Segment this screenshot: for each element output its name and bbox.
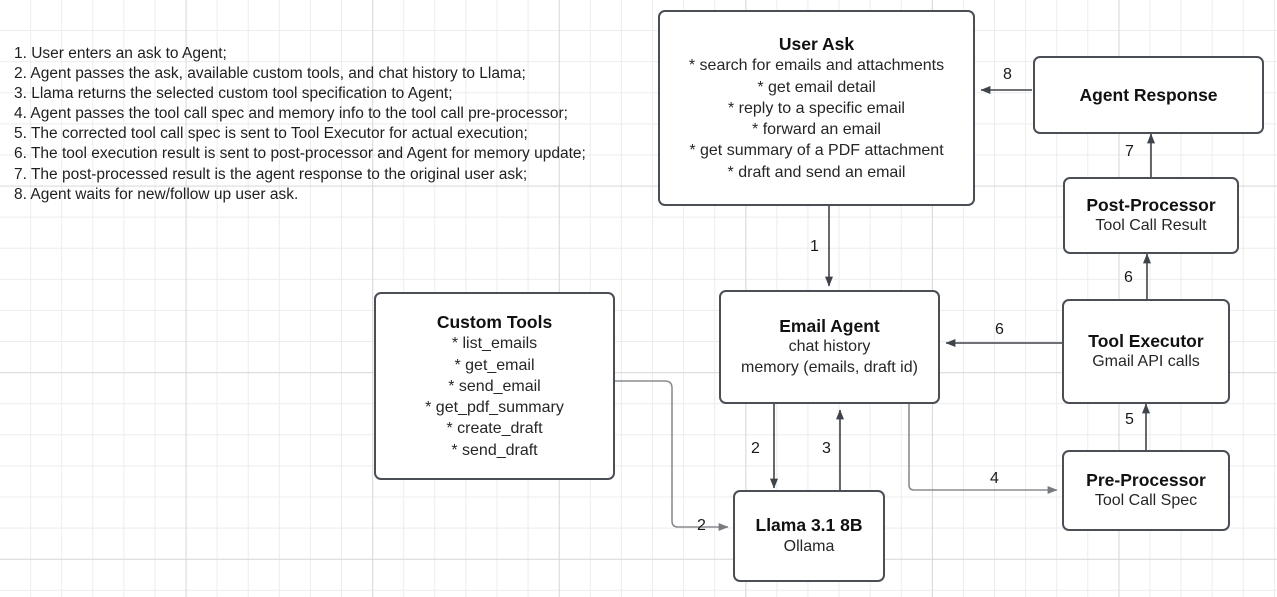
- bullet-item: * get email detail: [757, 78, 876, 96]
- node-subtitle-memory: memory (emails, draft id): [741, 359, 918, 377]
- bullet-item: * draft and send an email: [727, 163, 906, 181]
- bullet-item: * send_draft: [451, 441, 538, 459]
- node-title: Post-Processor: [1086, 194, 1216, 215]
- node-title: User Ask: [778, 34, 855, 54]
- edge-label-2-agent-llama: 2: [751, 440, 760, 457]
- node-title: Pre-Processor: [1086, 469, 1206, 490]
- node-title: Agent Response: [1079, 84, 1218, 105]
- edge-label-4: 4: [990, 470, 999, 487]
- legend-line: 1. User enters an ask to Agent;: [14, 45, 227, 62]
- connector-email-agent-to-pre-processor: [908, 404, 1058, 494]
- edge-label-6-executor-post: 6: [1124, 269, 1133, 286]
- node-tool-executor[interactable]: Tool Executor Gmail API calls: [1062, 299, 1230, 404]
- node-post-processor[interactable]: Post-Processor Tool Call Result: [1063, 177, 1239, 254]
- legend-line: 6. The tool execution result is sent to …: [14, 145, 586, 163]
- node-agent-response[interactable]: Agent Response: [1033, 56, 1264, 134]
- bullet-item: * forward an email: [752, 121, 881, 139]
- bullet-item: * get_email: [454, 356, 535, 374]
- node-bullets: * search for emails and attachments * ge…: [689, 55, 944, 183]
- node-subtitle: Gmail API calls: [1092, 353, 1200, 371]
- node-subtitle: Tool Call Result: [1095, 217, 1207, 235]
- node-user-ask[interactable]: User Ask * search for emails and attachm…: [658, 10, 975, 206]
- node-custom-tools[interactable]: Custom Tools * list_emails * get_email *…: [374, 292, 615, 480]
- legend-line: 8. Agent waits for new/follow up user as…: [14, 185, 299, 203]
- bullet-item: * create_draft: [446, 420, 543, 438]
- edge-label-3: 3: [822, 440, 831, 457]
- bullet-item: * search for emails and attachments: [688, 57, 945, 75]
- node-subtitle: Tool Call Spec: [1094, 492, 1198, 510]
- bullet-item: * get summary of a PDF attachment: [689, 142, 944, 160]
- node-title: Llama 3.1 8B: [755, 515, 863, 536]
- node-email-agent[interactable]: Email Agent chat history memory (emails,…: [719, 290, 940, 404]
- legend-line: 7. The post-processed result is the agen…: [14, 165, 528, 183]
- bullet-item: * send_email: [448, 377, 541, 395]
- edge-label-1: 1: [810, 238, 819, 255]
- bullet-item: * list_emails: [451, 335, 538, 353]
- node-bullets: * list_emails * get_email * send_email *…: [425, 333, 564, 461]
- node-pre-processor[interactable]: Pre-Processor Tool Call Spec: [1062, 450, 1230, 531]
- legend-line: 2. Agent passes the ask, available custo…: [14, 65, 526, 83]
- edge-label-8: 8: [1003, 66, 1012, 83]
- bullet-item: * reply to a specific email: [728, 99, 905, 117]
- legend-line: 4. Agent passes the tool call spec and m…: [14, 105, 568, 123]
- process-steps-legend: 1. User enters an ask to Agent; 2. Agent…: [14, 44, 586, 205]
- legend-line: 3. Llama returns the selected custom too…: [14, 85, 453, 103]
- legend-line: 5. The corrected tool call spec is sent …: [14, 125, 528, 143]
- node-title: Email Agent: [779, 316, 880, 336]
- node-subtitle-chat-history: chat history: [788, 338, 871, 356]
- bullet-item: * get_pdf_summary: [425, 399, 564, 417]
- node-title: Custom Tools: [436, 312, 553, 332]
- edge-label-6-executor-agent: 6: [995, 321, 1004, 338]
- node-subtitle: Ollama: [783, 537, 835, 555]
- node-llama[interactable]: Llama 3.1 8B Ollama: [733, 490, 885, 582]
- connector-custom-tools-to-llama: [615, 380, 729, 531]
- node-title: Tool Executor: [1088, 330, 1204, 351]
- edge-label-7: 7: [1125, 143, 1134, 160]
- edge-label-2-tools-llama: 2: [697, 517, 706, 534]
- edge-label-5: 5: [1125, 411, 1134, 428]
